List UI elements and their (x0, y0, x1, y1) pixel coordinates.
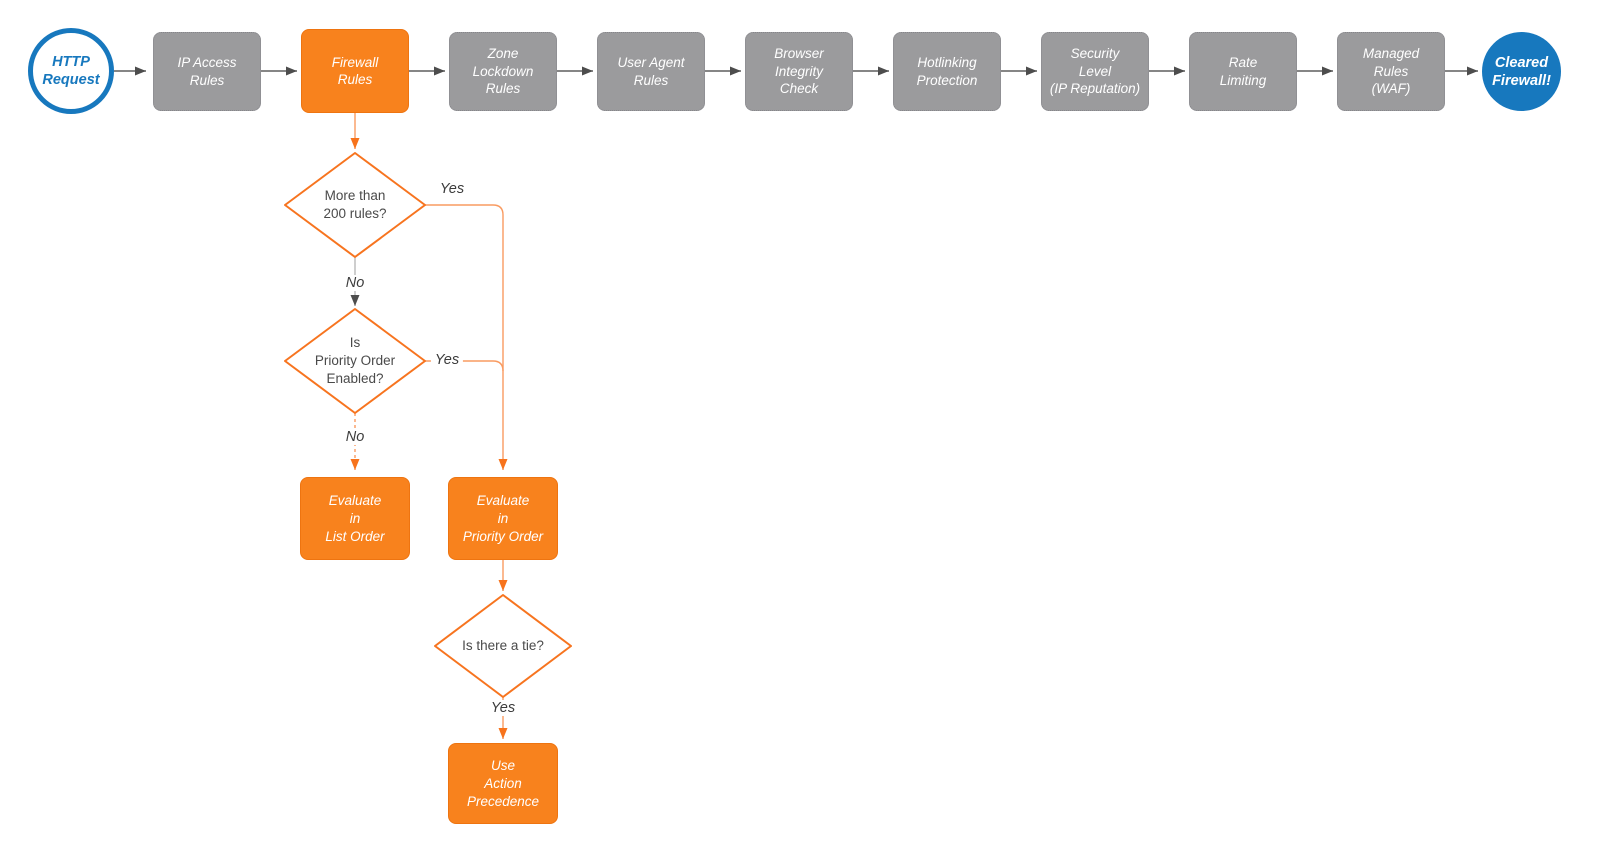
start-node-http-request: HTTP Request (28, 28, 114, 114)
action-evaluate-in-list-order: Evaluate in List Order (300, 477, 410, 560)
branch-label-yes: Yes (486, 700, 520, 716)
stage-hotlinking-protection: Hotlinking Protection (893, 32, 1001, 111)
stage-ip-access-rules: IP Access Rules (153, 32, 261, 111)
action-use-action-precedence: Use Action Precedence (448, 743, 558, 824)
decision-label-is-there-a-tie: Is there a tie? (462, 638, 544, 653)
end-node-cleared-firewall: Cleared Firewall! (1482, 32, 1561, 111)
stage-zone-lockdown-rules: Zone Lockdown Rules (449, 32, 557, 111)
branch-label-yes: Yes (430, 352, 464, 368)
branch-connectors (350, 113, 508, 739)
decision-is-there-a-tie (434, 594, 572, 698)
decision-priority-order-enabled (284, 308, 426, 414)
decision-diamonds (284, 152, 572, 698)
decision-more-than-200-rules (284, 152, 426, 258)
stage-security-level: Security Level (IP Reputation) (1041, 32, 1149, 111)
action-evaluate-in-priority-order: Evaluate in Priority Order (448, 477, 558, 560)
stage-managed-rules-waf: Managed Rules (WAF) (1337, 32, 1445, 111)
decision-label-more-than-200-rules: More than 200 rules? (323, 188, 387, 221)
branch-label-no: No (341, 275, 369, 291)
decision-label-priority-order-enabled: Is Priority Order Enabled? (314, 335, 396, 386)
stage-rate-limiting: Rate Limiting (1189, 32, 1297, 111)
stage-firewall-rules: Firewall Rules (301, 29, 409, 113)
branch-label-yes: Yes (435, 181, 469, 197)
stage-user-agent-rules: User Agent Rules (597, 32, 705, 111)
branch-label-no: No (341, 429, 369, 445)
stage-browser-integrity-check: Browser Integrity Check (745, 32, 853, 111)
